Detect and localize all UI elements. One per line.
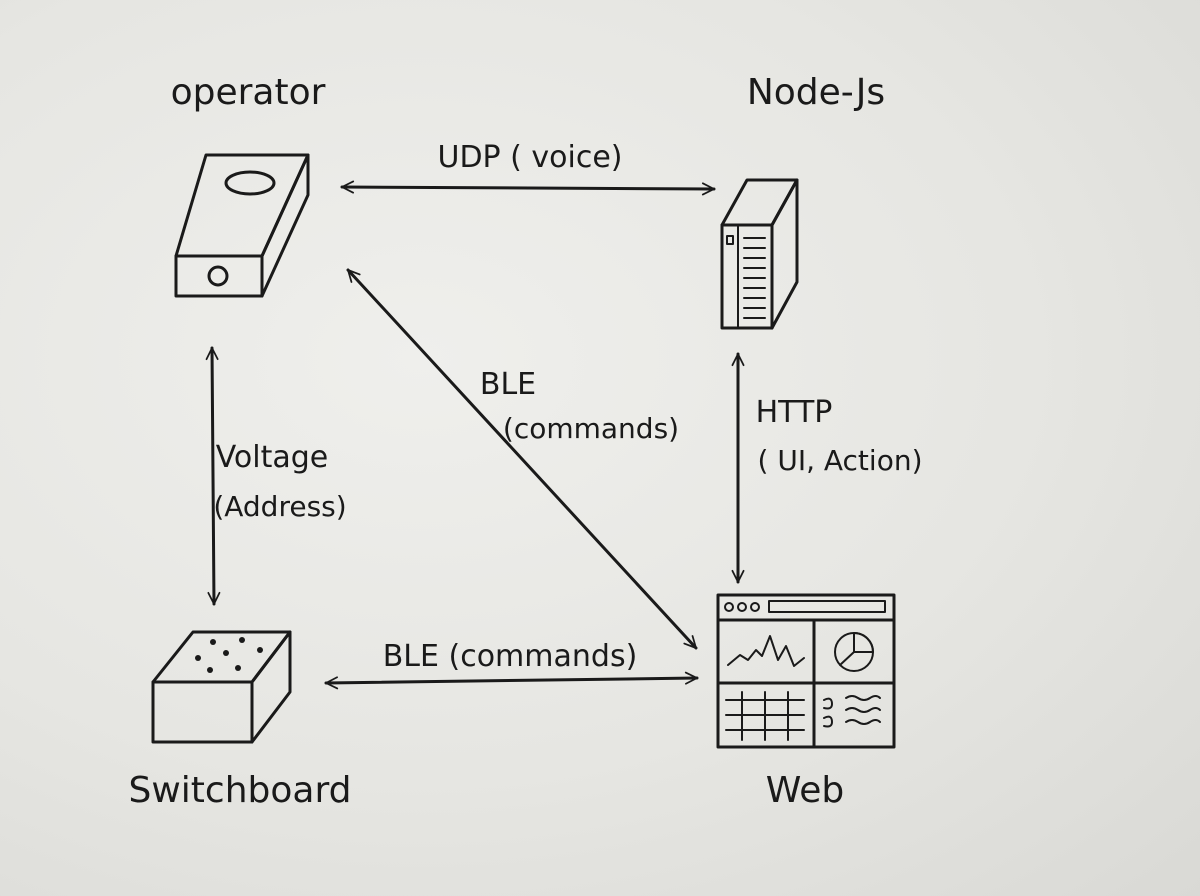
device-box-icon [174, 153, 310, 298]
operator-label: operator [171, 72, 326, 113]
voltage-arrow [205, 346, 221, 606]
udp-label: UDP ( voice) [437, 140, 622, 175]
switchboard-label: Switchboard [129, 770, 352, 811]
web-label: Web [766, 770, 845, 811]
ble-bottom-label: BLE (commands) [383, 639, 638, 674]
voltage-sublabel: (Address) [213, 490, 346, 523]
switchboard-box-icon [151, 630, 292, 744]
voltage-label: Voltage [216, 440, 329, 475]
http-sublabel: ( UI, Action) [758, 444, 923, 477]
ble-diagonal-arrow [346, 268, 698, 650]
ble-diagonal-label: BLE [480, 367, 536, 402]
browser-dashboard-icon [716, 593, 896, 749]
server-tower-icon [720, 178, 799, 330]
ble-diagonal-sublabel: (commands) [503, 412, 679, 445]
udp-arrow [340, 180, 716, 196]
nodejs-label: Node-Js [747, 72, 885, 113]
ble-bottom-arrow [324, 671, 699, 690]
http-label: HTTP [756, 395, 833, 430]
